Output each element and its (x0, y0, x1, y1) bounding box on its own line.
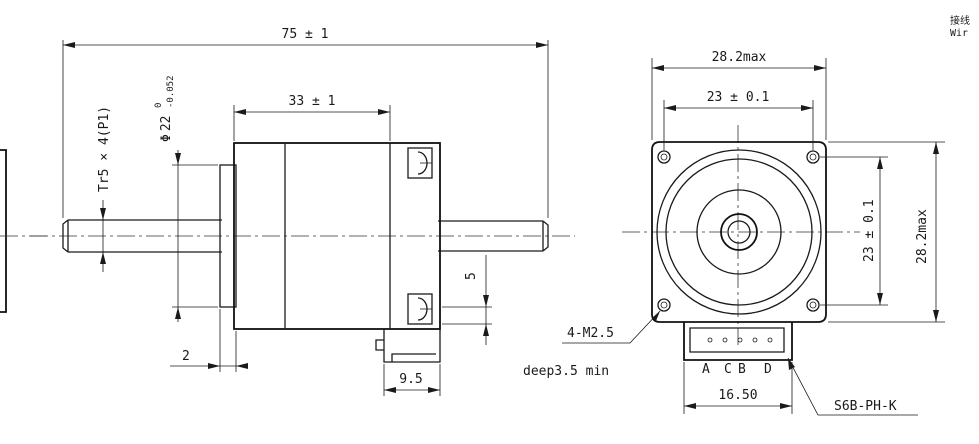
pilot-flange (219, 164, 237, 308)
front-view: A C B D 28.2max 23 ± 0.1 23 ± 0.1 28.2ma… (523, 50, 945, 416)
front-shaft-outer (720, 213, 758, 251)
pin-label-c: C (724, 362, 732, 377)
pin-label-d: D (764, 362, 772, 377)
side-connector (375, 329, 441, 363)
hole-spacing-y-label: 23 ± 0.1 (862, 199, 877, 262)
right-shaft (438, 220, 549, 252)
hole-spacing-x-label: 23 ± 0.1 (707, 90, 770, 105)
pilot-diameter-value: 22 (159, 116, 174, 132)
corner-note-line2: Wir (950, 28, 968, 39)
front-boss-ring (665, 158, 813, 306)
front-square-body (651, 141, 827, 323)
connector-height-label: 5 (464, 272, 479, 280)
front-height-label: 28.2max (915, 209, 930, 264)
pin-label-b: B (738, 362, 746, 377)
mount-holes-label: 4-M2.5 (567, 326, 614, 341)
pin-label-a: A (702, 362, 710, 377)
hole-depth-label: deep3.5 min (523, 364, 609, 379)
connector-part-leader (787, 357, 918, 416)
front-inner-ring (696, 189, 782, 275)
pilot-diameter-symbol: Φ (159, 134, 174, 142)
front-outer-circle (656, 149, 822, 315)
front-width-label: 28.2max (712, 50, 767, 65)
overall-length-label: 75 ± 1 (282, 27, 329, 42)
thread-label: Tr5 × 4(P1) (97, 106, 112, 192)
body-length-label: 33 ± 1 (289, 94, 336, 109)
pilot-diameter-upper-tol: 0 (154, 103, 164, 108)
pilot-depth-label: 2 (182, 349, 190, 364)
pilot-diameter-lower-tol: -0.052 (166, 75, 176, 108)
front-shaft-inner (727, 220, 751, 244)
connector-width-label: 16.50 (718, 388, 757, 403)
mount-holes-leader (562, 310, 661, 344)
svg-text:Φ22: Φ 22 (159, 116, 174, 142)
motor-body (233, 142, 441, 330)
left-edge-fragment (0, 149, 7, 313)
left-shaft (62, 219, 222, 253)
side-view: 75 ± 1 33 ± 1 Tr5 × 4(P1) Φ 22 0 -0.052 (30, 27, 575, 396)
connector-part-label: S6B-PH-K (834, 399, 897, 414)
lower-mount-hole (407, 293, 433, 325)
front-mount-holes (657, 150, 820, 312)
corner-note-line1: 接线 (950, 14, 970, 27)
front-connector (683, 322, 793, 361)
upper-mount-hole (407, 147, 433, 179)
connector-length-label: 9.5 (399, 372, 422, 387)
